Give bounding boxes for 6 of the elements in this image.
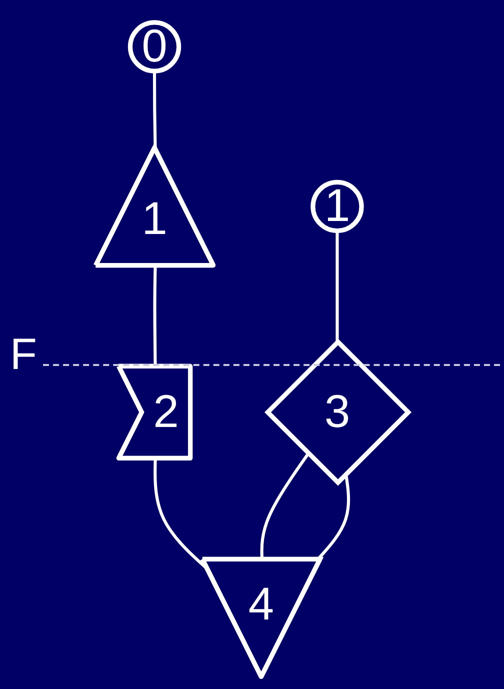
section-label: F (10, 330, 37, 380)
connector (336, 230, 339, 342)
node-circle: 0 (128, 20, 182, 74)
connector (152, 71, 157, 148)
node-diamond: 3 (264, 338, 412, 486)
node-circle: 1 (310, 180, 364, 234)
